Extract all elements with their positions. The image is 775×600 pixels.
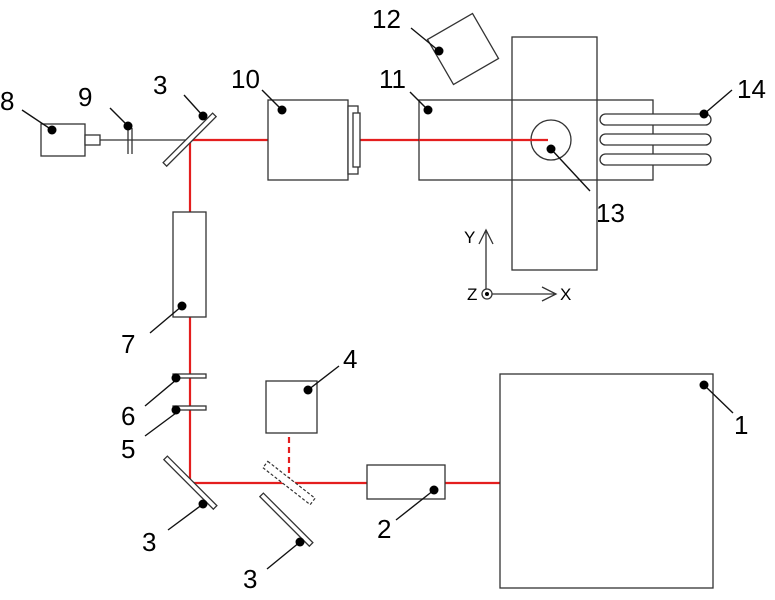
dot-3b xyxy=(198,499,208,509)
label-3-bottom: 3 xyxy=(243,564,257,594)
dot-5 xyxy=(171,405,181,415)
dot-8 xyxy=(47,125,57,135)
component-14-slot-1 xyxy=(599,113,712,126)
z-axis-label: Z xyxy=(467,285,477,304)
dot-1 xyxy=(699,380,709,390)
label-3-top: 3 xyxy=(153,70,167,100)
z-axis-dot xyxy=(485,292,489,296)
label-3-left: 3 xyxy=(142,527,156,557)
label-11: 11 xyxy=(379,64,406,94)
component-14-slot-2 xyxy=(599,133,712,146)
component-10-lens xyxy=(352,112,361,168)
component-7-box xyxy=(172,211,207,318)
x-axis-arrow xyxy=(541,286,558,302)
leader-3b xyxy=(167,503,204,531)
leader-8 xyxy=(21,109,53,131)
label-8: 8 xyxy=(0,86,14,116)
y-axis-label: Y xyxy=(464,228,475,247)
leader-lines xyxy=(21,27,734,570)
label-2: 2 xyxy=(377,514,391,544)
number-labels: 1 2 3 3 3 4 5 6 7 8 9 10 11 12 13 14 xyxy=(0,4,766,594)
label-9: 9 xyxy=(78,82,92,112)
dot-6 xyxy=(171,373,181,383)
dot-9 xyxy=(123,121,133,131)
leader-5 xyxy=(144,412,177,437)
dot-10 xyxy=(277,105,287,115)
component-1-box xyxy=(499,373,714,589)
coordinate-axes: Y X Z xyxy=(464,228,571,304)
dot-3a xyxy=(198,111,208,121)
leader-2 xyxy=(395,489,435,521)
laser-beam xyxy=(188,138,548,485)
leader-7 xyxy=(149,305,183,334)
leader-14 xyxy=(703,89,733,115)
label-6: 6 xyxy=(121,401,135,431)
label-13: 13 xyxy=(596,198,625,228)
beam-splitter xyxy=(262,460,316,506)
dot-13 xyxy=(546,144,556,154)
leader-13 xyxy=(550,148,591,192)
leader-3c xyxy=(266,541,301,570)
component-14-slot-3 xyxy=(599,153,712,166)
mirror-3-bottom-left xyxy=(162,455,218,511)
marker-dots xyxy=(47,46,709,547)
label-4: 4 xyxy=(343,344,357,374)
label-12: 12 xyxy=(372,4,401,34)
label-14: 14 xyxy=(737,74,766,104)
component-8-nozzle xyxy=(84,134,101,146)
dot-14 xyxy=(699,109,709,119)
label-7: 7 xyxy=(121,329,135,359)
label-10: 10 xyxy=(231,64,260,94)
dot-4 xyxy=(303,385,313,395)
label-5: 5 xyxy=(121,434,135,464)
dot-7 xyxy=(177,301,187,311)
dot-3c xyxy=(295,537,305,547)
y-axis-arrow xyxy=(478,228,494,245)
dot-11 xyxy=(423,105,433,115)
component-8-box xyxy=(40,123,86,157)
dot-12 xyxy=(434,46,444,56)
leader-3a xyxy=(183,94,204,117)
label-1: 1 xyxy=(734,410,748,440)
leader-4 xyxy=(307,365,340,391)
component-12-box xyxy=(426,12,500,86)
dot-2 xyxy=(429,485,439,495)
mirror-3-bottom xyxy=(258,492,314,548)
beam-main-path xyxy=(188,138,548,485)
leader-10 xyxy=(261,89,283,111)
mirror-3-top xyxy=(162,112,218,168)
leader-6 xyxy=(144,379,177,407)
leader-12 xyxy=(410,27,440,52)
x-axis-label: X xyxy=(560,285,571,304)
leader-1 xyxy=(703,384,734,414)
